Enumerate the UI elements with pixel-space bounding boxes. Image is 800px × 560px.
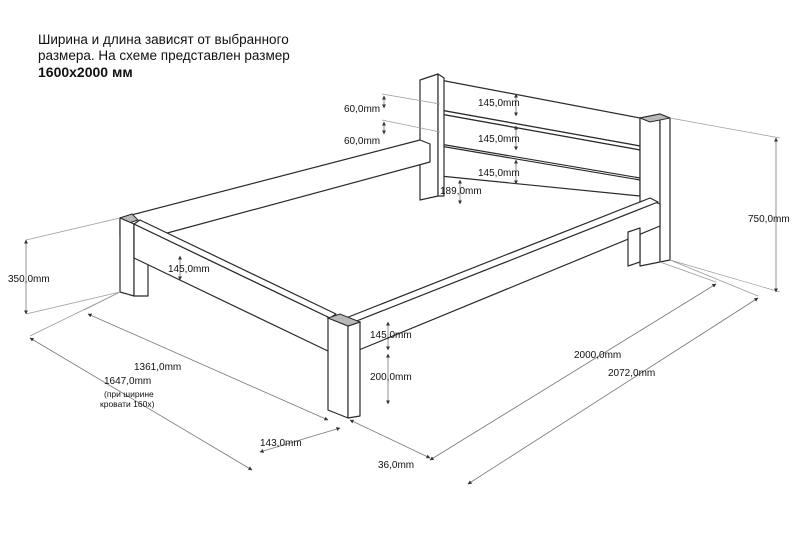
headboard (419, 73, 672, 267)
caption-line-2: размера. На схеме представлен размер (38, 48, 290, 63)
label-slat-top: 145,0mm (478, 98, 520, 109)
side-rail-left (119, 139, 431, 243)
label-slat-mid: 145,0mm (478, 134, 520, 145)
leg-front-right (327, 317, 349, 419)
foot-rail (133, 223, 331, 353)
foot-rail-top (133, 219, 337, 319)
label-side-rail: 145,0mm (168, 264, 210, 275)
leg-front-right-top (326, 313, 362, 327)
label-leg-width: 143,0mm (260, 438, 302, 449)
caption-size: 1600x2000 мм (38, 64, 133, 80)
label-inner-width: 1361,0mm (134, 362, 181, 373)
label-clearance: 200,0mm (370, 372, 412, 383)
leg-front-left (119, 217, 135, 297)
label-outer-length: 2072,0mm (608, 368, 655, 379)
label-headboard-height: 750,0mm (748, 214, 790, 225)
label-outer-width-note-2: кровати 160х) (100, 399, 155, 409)
leg-back-right (627, 227, 641, 267)
dimension-lines (24, 93, 781, 485)
label-slat-bottom: 145,0mm (478, 168, 520, 179)
label-front-rail: 145,0mm (370, 330, 412, 341)
label-slat-to-rail: 189,0mm (440, 186, 482, 197)
headboard-post-left-side (437, 73, 445, 197)
headboard-post-left (419, 73, 439, 201)
headboard-post-right (639, 113, 661, 267)
label-slat-gap-top: 60,0mm (344, 104, 380, 115)
label-outer-width: 1647,0mm (104, 376, 151, 387)
label-outer-width-note-1: (при ширине (104, 389, 154, 399)
caption: Ширина и длина зависят от выбранного раз… (38, 32, 290, 80)
caption-line-1: Ширина и длина зависят от выбранного (38, 32, 289, 47)
label-leg-depth: 36,0mm (378, 460, 414, 471)
label-inner-length: 2000,0mm (574, 350, 621, 361)
label-slat-gap-mid: 60,0mm (344, 136, 380, 147)
label-leg-height: 350,0mm (8, 274, 50, 285)
headboard-post-right-side (659, 113, 671, 263)
side-rail-right-top (345, 197, 659, 323)
leg-front-right-side (347, 321, 361, 419)
